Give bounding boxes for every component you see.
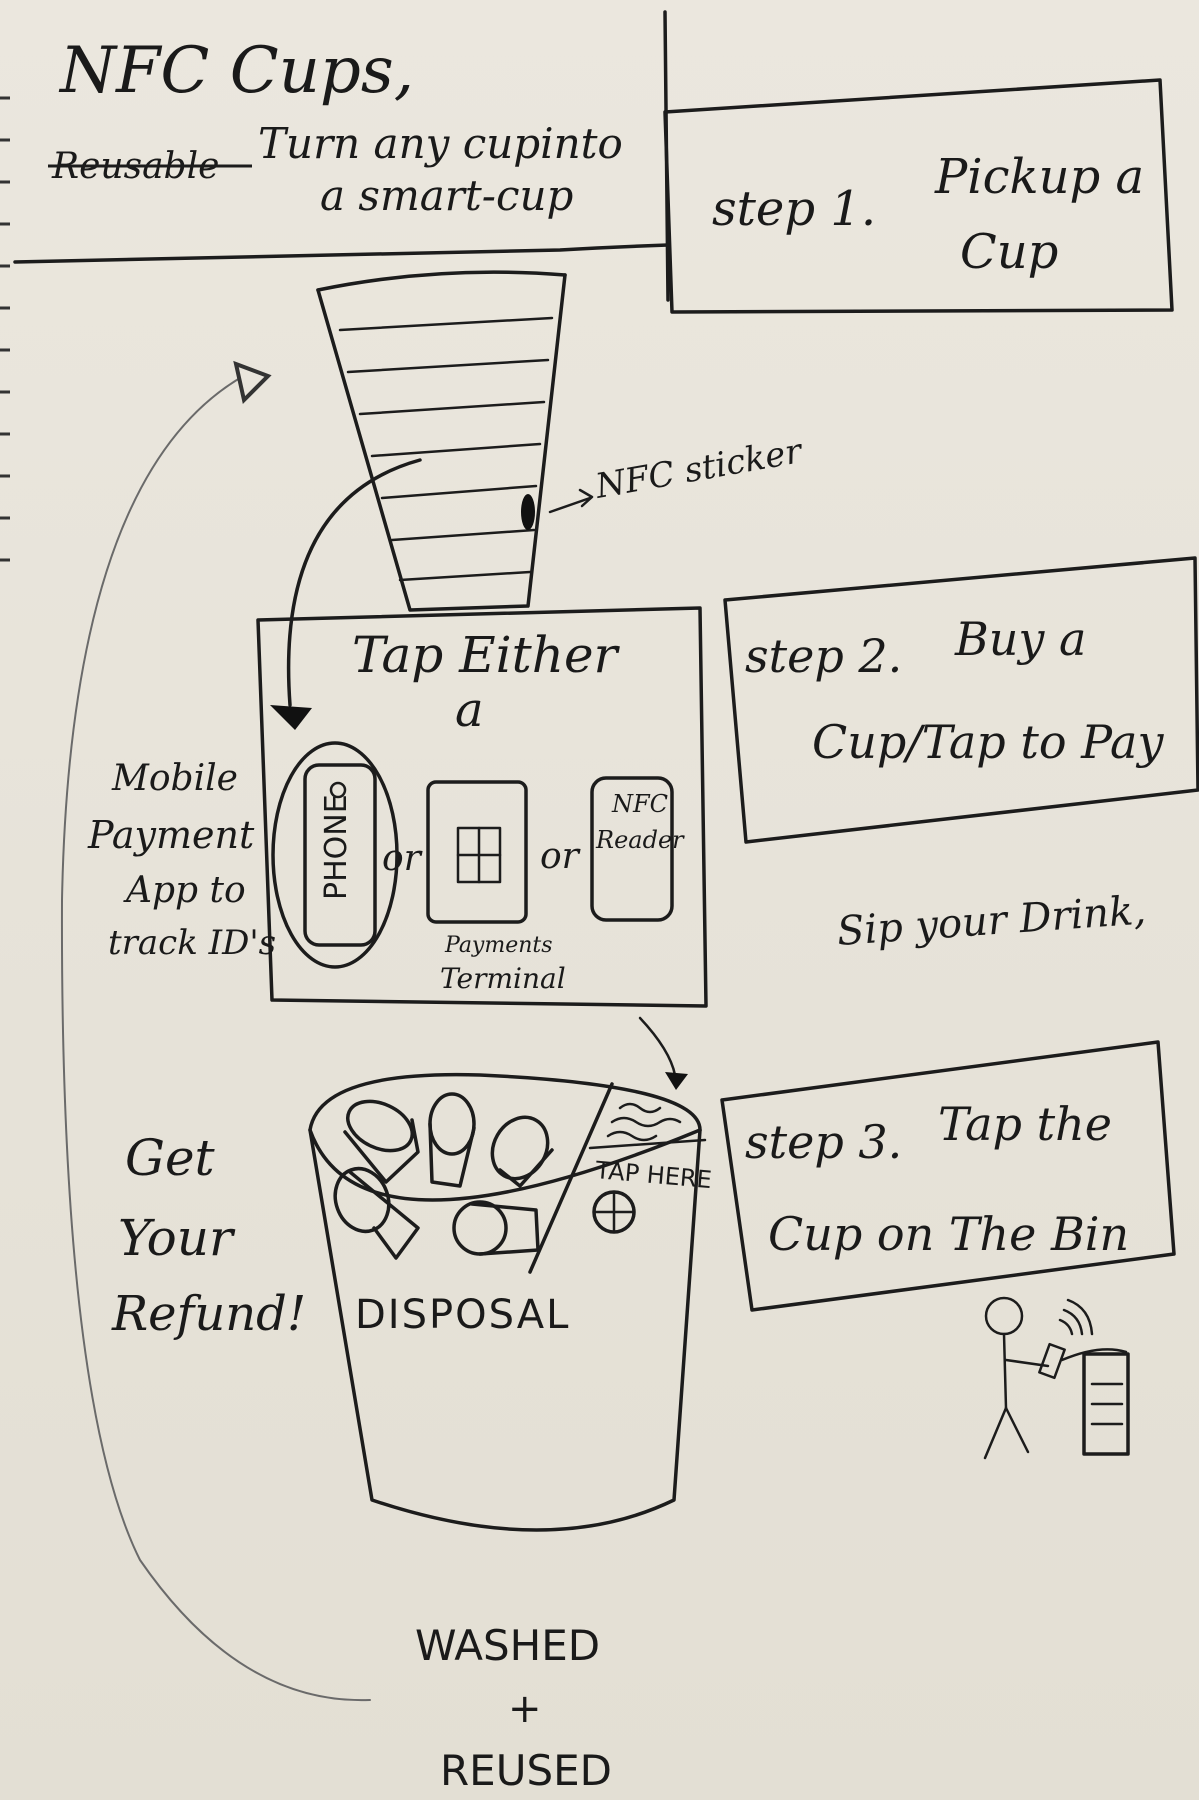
terminal-label-line-1: Payments	[444, 933, 553, 958]
reuse-loop-arrow	[60, 377, 371, 1702]
loop-line-2: +	[508, 1686, 542, 1732]
tap-box-title-line-2: a	[455, 682, 484, 738]
step-2-text-line-2: Cup/Tap to Pay	[812, 715, 1164, 769]
arrowhead-1	[270, 705, 312, 730]
nfc-reader-label-line-2: Reader	[595, 826, 685, 854]
phone-icon	[303, 763, 377, 947]
stick-figure-illustration	[983, 1296, 1130, 1460]
step-3-text-line-1: Tap the	[938, 1097, 1112, 1151]
step-1-box: step 1. Pickup a Cup	[663, 78, 1174, 314]
refund-note: Get Your Refund!	[111, 1129, 306, 1342]
phone-label: PHONE	[319, 794, 354, 900]
loop-line-3: REUSED	[440, 1746, 612, 1795]
cup-to-phone-arrow	[286, 458, 422, 707]
step-1-text-line-1: Pickup a	[934, 149, 1144, 205]
payment-terminal-icon	[426, 780, 528, 924]
or-text-1: or	[382, 838, 423, 879]
disposal-bin: TAP HERE DISPOSAL	[308, 1072, 713, 1532]
refund-line-1: Get	[125, 1129, 216, 1187]
step-2-text-line-1: Buy a	[954, 612, 1086, 666]
header: NFC Cups, Reusable Turn any cupinto a sm…	[13, 10, 670, 302]
terminal-label-line-2: Terminal	[440, 962, 566, 995]
step-2-box: step 2. Buy a Cup/Tap to Pay	[723, 556, 1199, 844]
step-3-label: step 3.	[745, 1115, 902, 1169]
refund-line-2: Your	[118, 1209, 236, 1267]
loop-line-1: WASHED	[415, 1621, 600, 1670]
side-note-line-4: track ID's	[108, 923, 276, 963]
washed-reused-note: WASHED + REUSED	[415, 1621, 612, 1795]
side-note-line-1: Mobile	[111, 758, 238, 799]
step-1-label: step 1.	[712, 181, 876, 237]
nfc-sticker-label: NFC sticker	[592, 431, 807, 507]
side-note-line-3: App to	[123, 870, 246, 911]
nfc-sticker-dot	[521, 494, 535, 530]
small-bin-icon	[1082, 1352, 1130, 1456]
or-text-2: or	[540, 836, 581, 877]
step-3-box: step 3. Tap the Cup on The Bin	[720, 1040, 1176, 1312]
loop-arrowhead	[233, 360, 272, 404]
sip-note: Sip your Drink,	[835, 887, 1147, 954]
nfc-reader-icon	[590, 776, 674, 922]
header-divider	[13, 243, 670, 264]
step-1-text-line-2: Cup	[960, 224, 1058, 280]
tapbox-to-bin-arrow	[638, 1016, 677, 1077]
mobile-payment-note: Mobile Payment App to track ID's	[87, 758, 276, 963]
cup-illustration: NFC sticker	[316, 270, 807, 612]
refund-line-3: Refund!	[111, 1286, 306, 1342]
nfc-signal-icon	[1058, 1298, 1094, 1336]
tagline-line-2: a smart-cup	[320, 171, 573, 220]
phone-in-hand-icon	[1038, 1342, 1066, 1380]
nfc-reader-label-line-1: NFC	[611, 790, 668, 818]
notebook-margin-ticks	[0, 96, 10, 562]
arrowhead-2	[665, 1072, 688, 1090]
page-title: NFC Cups,	[58, 34, 414, 108]
bin-panel-divider	[528, 1082, 614, 1274]
cups-in-bin	[333, 1092, 554, 1260]
step-2-label: step 2.	[745, 629, 902, 683]
phone-option-circle	[271, 741, 399, 969]
tagline-line-1: Turn any cupinto	[258, 119, 623, 168]
disposal-label: DISPOSAL	[355, 1292, 570, 1338]
side-note-line-2: Payment	[87, 813, 255, 857]
person-head	[984, 1296, 1024, 1336]
tap-box-title-line-1: Tap Either	[352, 626, 621, 684]
waves-icon	[606, 1102, 682, 1142]
step-3-text-line-2: Cup on The Bin	[768, 1207, 1129, 1261]
tap-here-label: TAP HERE	[593, 1156, 712, 1194]
tap-box: Tap Either a PHONE or or Payments Termin…	[256, 606, 708, 1008]
